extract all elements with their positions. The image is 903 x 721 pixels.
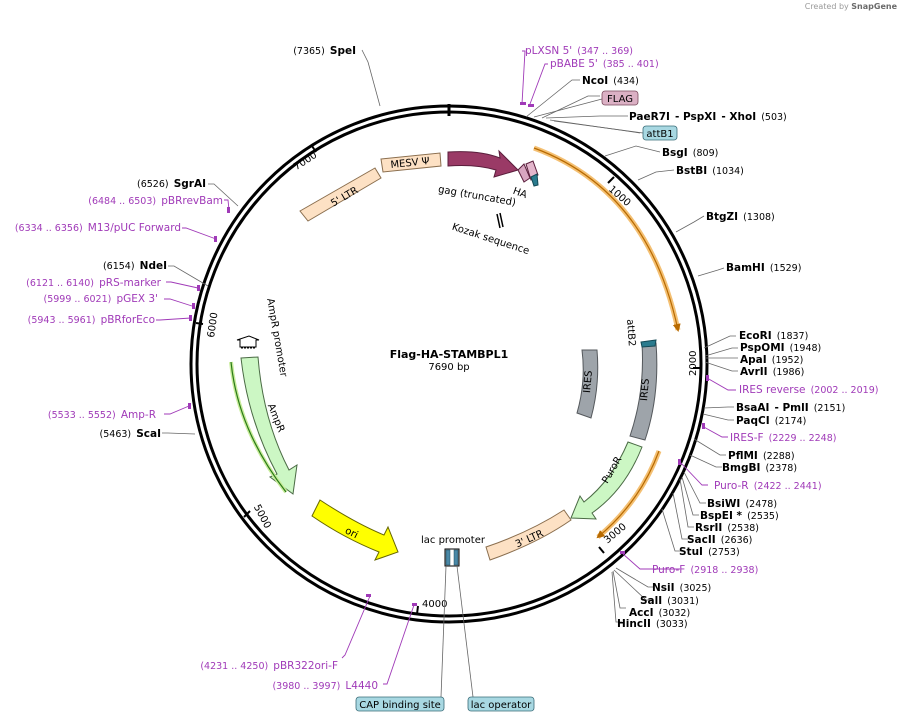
feature-ires-right: IRES [629,342,658,441]
feature-attb2: attB2 [624,319,657,348]
primer-m13-puc-forward: (6334 .. 6356) M13/pUC Forward [15,216,181,235]
primer-leaders [156,50,736,685]
boxed-lacop: lac operator [456,565,535,712]
attb2-label: attB2 [624,319,637,347]
site-bsiwi: BsiWI (2478) [707,492,777,511]
primer-prs-marker: (6121 .. 6140) pRS-marker [26,271,162,290]
feature-puror: PuroR [570,441,643,520]
site-ncoi: NcoI (434) [582,69,639,88]
site-pspomi: PspOMI (1948) [740,336,821,355]
snapgene-credit: Created by SnapGene [805,2,897,11]
boxed-attb1: attB1 [553,120,678,141]
feature-mesv: MESV Ψ [380,152,442,173]
site-labels-left: (5463) ScaI (6154) NdeI (6526) SgrAI [100,172,206,441]
site-sali: SalI (3031) [640,589,699,608]
site-scai: (5463) ScaI [100,422,161,441]
primer-pbr322ori-f: (4231 .. 4250) pBR322ori-F [200,654,338,673]
primer-pbrrevbam: (6484 .. 6503) pBRrevBam [88,189,223,208]
ires-right-label: IRES [639,378,652,401]
feature-gag: gag (truncated) [437,149,519,209]
feature-ha: HA [511,160,539,201]
site-rsrii: RsrII (2538) [695,516,759,535]
primer-marks [188,102,709,606]
site-apai: ApaI (1952) [740,348,803,367]
site-hincii: HincII (3033) [617,612,688,631]
ori-label: ori [343,525,360,541]
site-paqci: PaqCI (2174) [736,409,806,428]
plasmid-size: 7690 bp [428,362,469,373]
site-pflmi: PflMI (2288) [728,444,795,463]
site-bamhi: BamHI (1529) [726,256,801,275]
site-bspei: BspEI * (2535) [700,504,779,523]
site-acci: AccI (3032) [629,601,690,620]
site-bsgi: BsgI (809) [662,141,718,160]
primer-puro-r: Puro-R (2422 .. 2441) [714,474,822,493]
tick-2000: 2000 [688,351,699,376]
site-nsii: NsiI (3025) [652,576,711,595]
site-stui: StuI (2753) [679,540,740,559]
lac-promoter-label: lac promoter [421,535,486,546]
feature-lac-promoter: lac promoter [421,535,486,567]
plasmid-name: Flag-HA-STAMBPL1 [390,348,509,361]
feature-ltr3: 3' LTR [485,509,572,561]
primer-puro-f: Puro-F (2918 .. 2938) [652,558,758,577]
primer-pbabe: pBABE 5' (385 .. 401) [550,52,659,71]
boxed-cap: CAP binding site [355,565,447,712]
tick-6000: 6000 [206,312,220,339]
site-btgzi: BtgZI (1308) [706,205,775,224]
feature-ltr5: 5' LTR [299,167,382,222]
site-ndei: (6154) NdeI [103,254,167,273]
ampr-promoter-label: AmpR promoter [264,297,289,378]
mesv-label: MESV Ψ [390,156,430,171]
site-bmgbi: BmgBI (2378) [722,456,797,475]
site-labels-right: (7365) SpeI NcoI (434) PaeR7I - PspXI - … [293,39,845,631]
feature-kozak: Kozak sequence [450,212,531,257]
ha-label: HA [511,186,528,201]
lacop-label: lac operator [471,700,532,711]
orf-arrows [229,145,681,539]
primer-labels: pLXSN 5' (347 .. 369) pBABE 5' (385 .. 4… [15,39,879,693]
tick-5000: 5000 [251,503,273,531]
tick-7000: 7000 [292,150,319,173]
site-spei: (7365) SpeI [293,39,356,58]
site-ecori: EcoRI (1837) [739,324,808,343]
credit-brand: SnapGene [851,2,897,11]
tick-4000: 4000 [422,599,447,610]
primer-ires-f: IRES-F (2229 .. 2248) [730,426,836,445]
boxed-flag: FLAG [533,90,639,118]
credit-prefix: Created by [804,2,849,11]
kozak-label: Kozak sequence [450,222,530,257]
flag-label: FLAG [607,94,633,105]
primer-pbrforeco: (5943 .. 5961) pBRforEco [28,308,155,327]
site-bstbi: BstBI (1034) [676,159,744,178]
site-bsaai: BsaAI - PmlI (2151) [736,396,845,415]
primer-amp-r: (5533 .. 5552) Amp-R [48,403,156,422]
site-sgrai: (6526) SgrAI [137,172,206,191]
primer-ires-reverse: IRES reverse (2002 .. 2019) [739,378,878,397]
attb1-label: attB1 [646,129,673,140]
site-avrii: AvrII (1986) [740,360,804,379]
primer-pgex3: (5999 .. 6021) pGEX 3' [44,287,159,306]
site-paer7i: PaeR7I - PspXI - XhoI (503) [629,105,787,124]
cap-label: CAP binding site [359,700,441,711]
feature-ampr: AmpR [240,356,298,495]
gag-label: gag (truncated) [437,184,516,208]
ires-left-label: IRES [582,370,595,393]
feature-ori: ori [311,499,399,561]
site-sacii: SacII (2636) [687,528,752,547]
primer-plxsn: pLXSN 5' (347 .. 369) [525,39,633,58]
feature-ires-left: IRES [576,349,599,419]
primer-l4440: (3980 .. 3997) L4440 [272,674,378,693]
